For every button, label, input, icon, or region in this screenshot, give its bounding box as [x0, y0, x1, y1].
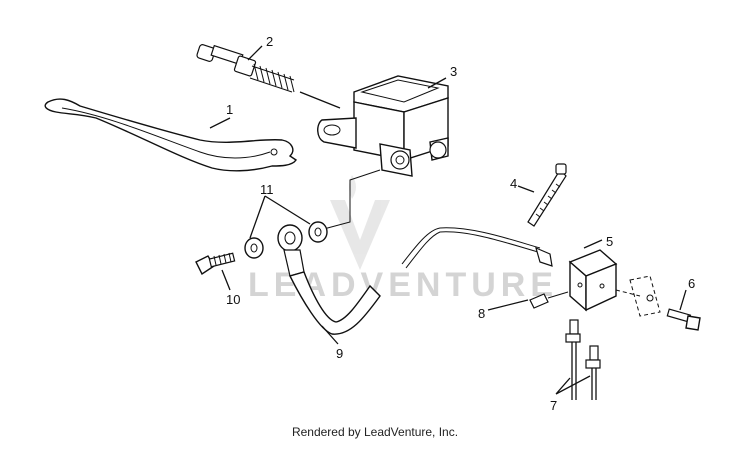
callout-3: 3	[450, 64, 457, 79]
callout-7: 7	[550, 398, 557, 413]
callout-11: 11	[260, 182, 274, 197]
brake-lever	[44, 98, 297, 172]
cable-tie	[527, 163, 567, 227]
callout-8: 8	[478, 306, 485, 321]
washer	[244, 221, 328, 259]
junction-block	[568, 249, 618, 312]
callout-9: 9	[336, 346, 343, 361]
footer-credit: Rendered by LeadVenture, Inc.	[291, 425, 459, 439]
mounting-bolt	[666, 308, 701, 331]
callout-2: 2	[266, 34, 273, 49]
bleeder-fitting	[529, 291, 569, 309]
callout-1: 1	[226, 102, 233, 117]
banjo-bolt	[195, 252, 236, 276]
push-rod	[196, 44, 295, 93]
callout-5: 5	[606, 234, 613, 249]
callout-10: 10	[226, 292, 240, 307]
callout-4: 4	[510, 176, 517, 191]
brake-lines	[565, 319, 601, 400]
callout-6: 6	[688, 276, 695, 291]
watermark-logo	[330, 175, 390, 270]
brake-hose	[277, 224, 553, 335]
master-cylinder	[317, 75, 449, 177]
